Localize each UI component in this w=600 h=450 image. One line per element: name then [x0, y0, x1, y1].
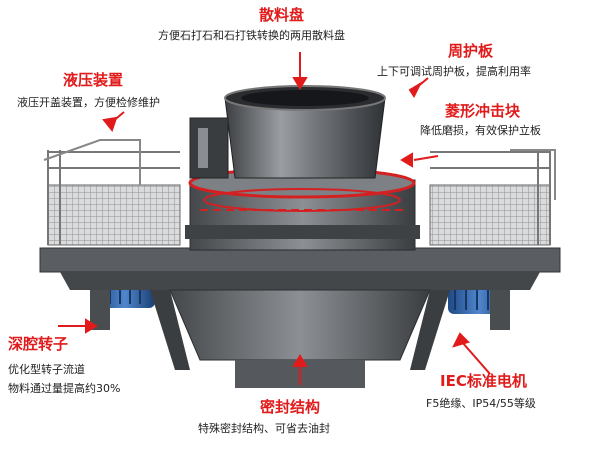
diamond-block-title: 菱形冲击块: [445, 102, 521, 120]
seal-title: 密封结构: [260, 398, 321, 416]
discharge-tray-title: 散料盘: [259, 6, 305, 24]
deep-rotor-desc-2: 物料通过量提高约30%: [8, 382, 121, 395]
hydraulic-title: 液压装置: [63, 71, 124, 89]
seal-desc: 特殊密封结构、可省去油封: [198, 422, 330, 435]
callout-arrows: [58, 52, 491, 385]
guard-plate-title: 周护板: [448, 42, 494, 60]
motor-desc: F5绝缘、IP54/55等级: [426, 397, 536, 410]
crushing-chamber: [185, 167, 420, 251]
guard-plate-desc: 上下可调试周护板，提高利用率: [377, 65, 531, 78]
hydraulic-arm: [189, 117, 229, 179]
hydraulic-desc: 液压开盖装置，方便检修维护: [17, 96, 160, 109]
motor-title: IEC标准电机: [440, 372, 527, 390]
upper-drum: [224, 85, 386, 179]
diamond-block-desc: 降低磨损，有效保护立板: [420, 124, 541, 137]
discharge-tray-desc: 方便石打石和石打铁转换的两用散料盘: [158, 29, 345, 42]
deep-rotor-title: 深腔转子: [8, 335, 69, 353]
deep-rotor-desc-1: 优化型转子流道: [8, 363, 85, 376]
left-platform: [43, 139, 181, 246]
right-platform: [429, 149, 556, 246]
